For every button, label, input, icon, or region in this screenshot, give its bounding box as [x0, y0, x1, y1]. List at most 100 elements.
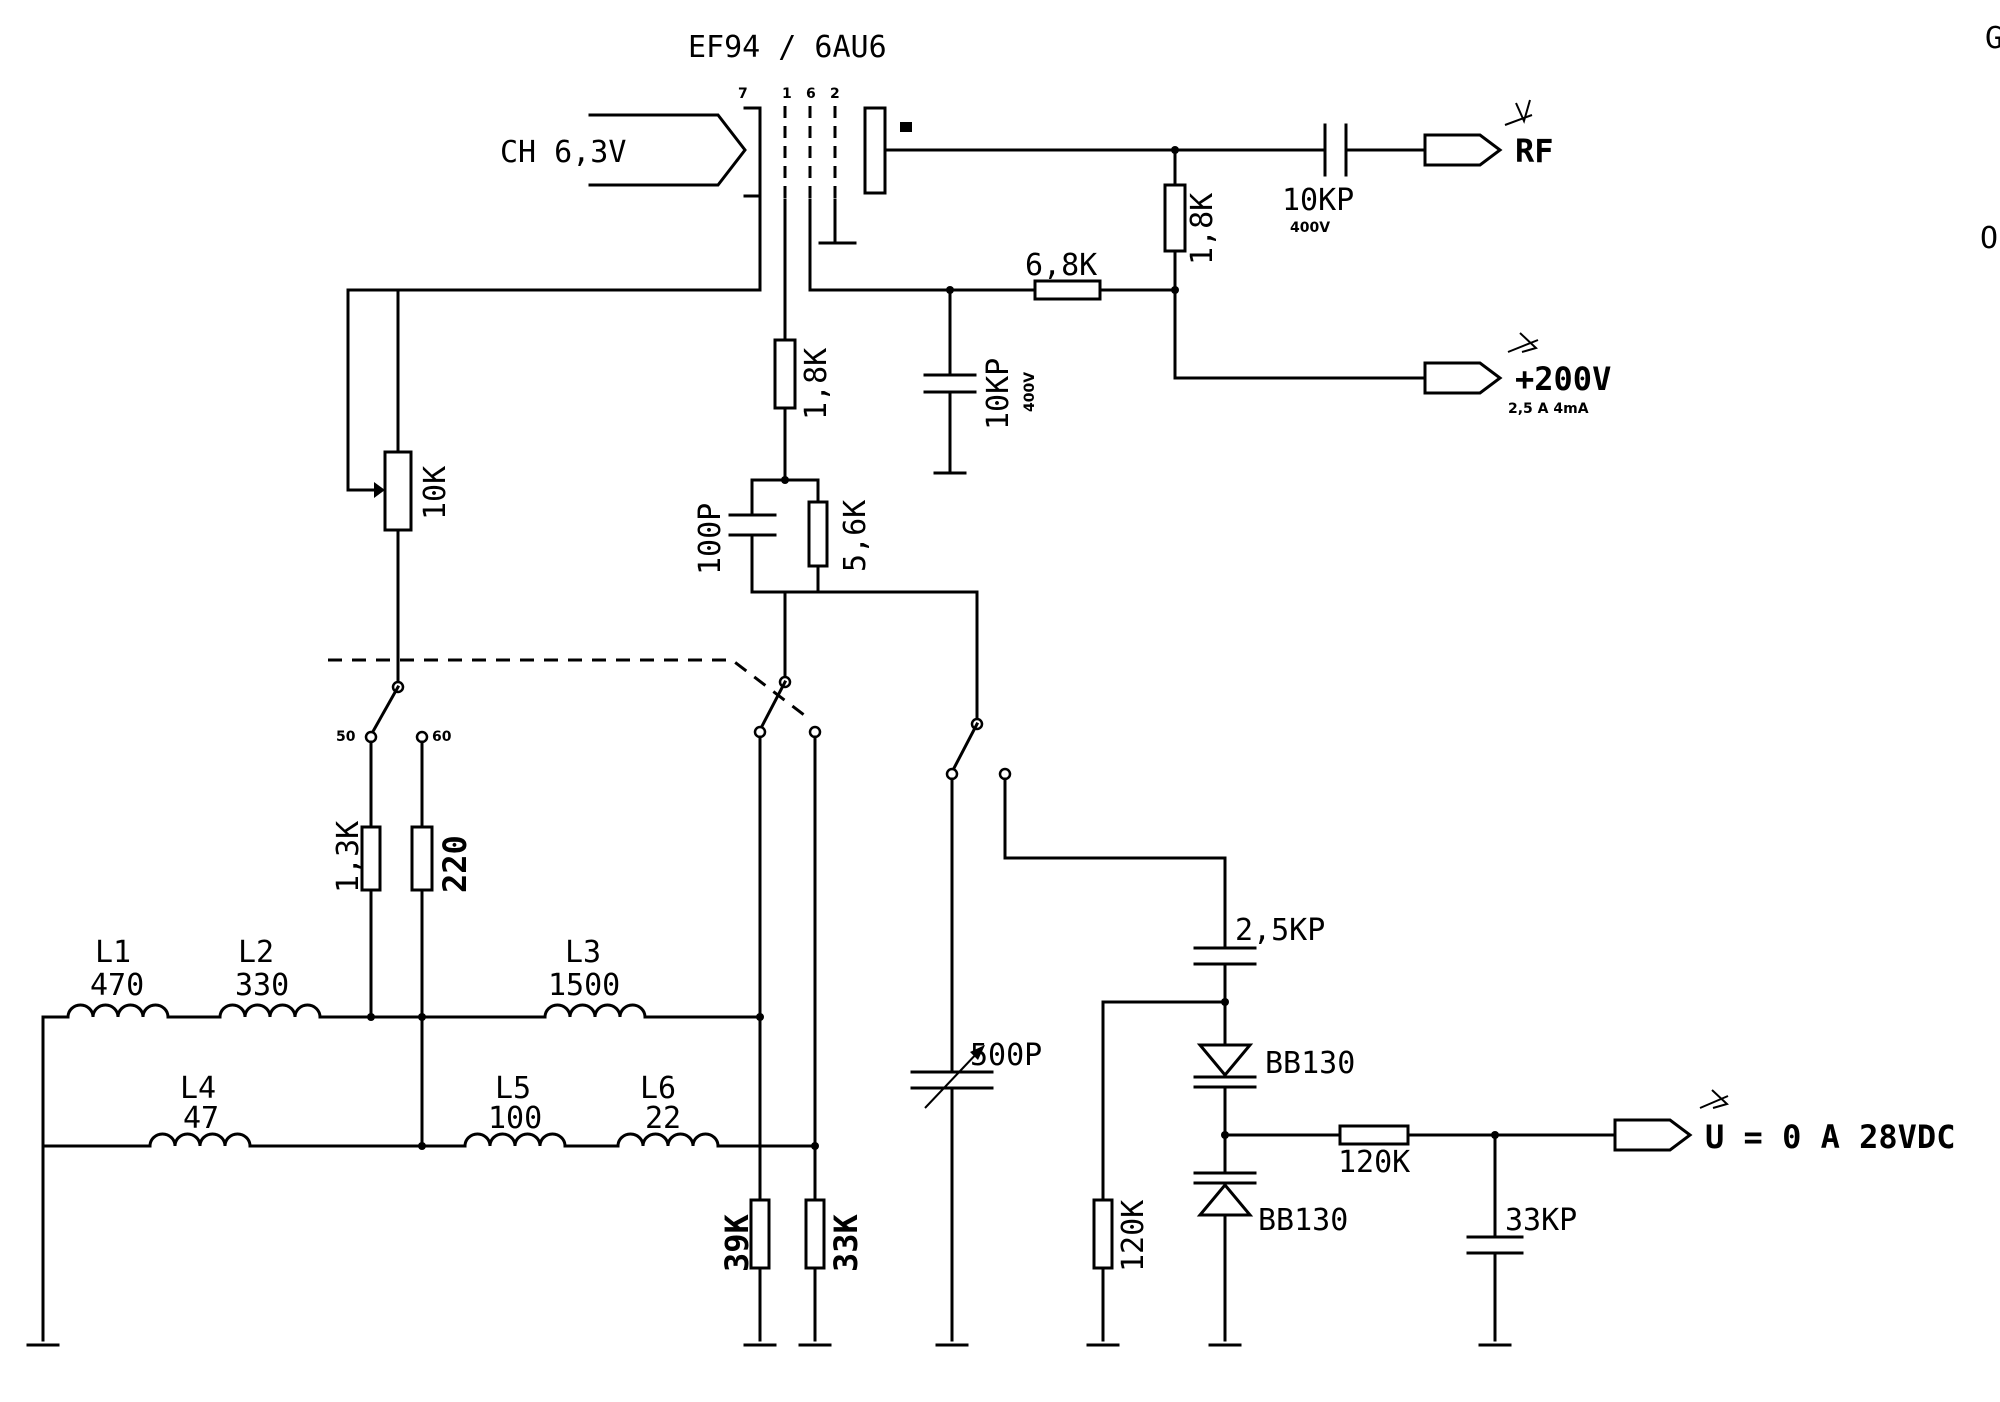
inductor-l3-value: 1500: [548, 968, 620, 1003]
tube-pin-2: 2: [830, 86, 840, 102]
heater-wires: [588, 113, 747, 187]
inductor-l5-name: L5: [495, 1071, 531, 1106]
r-screen-label: 6,8K: [1025, 248, 1097, 283]
r-cathode-label: 1,8K: [799, 348, 834, 420]
tune-label: U = 0 A 28VDC: [1705, 1118, 1955, 1156]
r-220: [410, 825, 434, 892]
tube-ef94: EF94 / 6AU6 7 1 6 2 CH 6,3V: [500, 30, 912, 245]
junction-dot: [1171, 286, 1179, 294]
r-120k-vertical-label: 120K: [1116, 1200, 1151, 1272]
inductor-network: L1 470 L2 330 L3 1500 L4 47 L5 100 L6 22: [26, 935, 819, 1347]
c-screen-ground: [933, 390, 967, 475]
tube-anode: [863, 106, 887, 195]
inductor-l2: [218, 1003, 322, 1018]
wire-ground: [935, 1086, 969, 1347]
wire-cathode: [346, 194, 762, 492]
tube-pin-7: 7: [738, 86, 748, 102]
rf-connector: [1423, 133, 1503, 167]
switch-blade-right: [949, 721, 980, 775]
rf-label: RF: [1515, 132, 1554, 170]
r-grid: [807, 500, 829, 568]
c-33-label: 33KP: [1505, 1203, 1577, 1238]
r-33k: [804, 1198, 826, 1270]
c-screen-label: 10KP: [981, 358, 1016, 430]
tube-pin-1: 1: [782, 86, 792, 102]
inductor-l3-name: L3: [565, 935, 601, 970]
wire-ground: [743, 1266, 777, 1347]
rf-antenna-icon: [1504, 99, 1533, 126]
c-out-voltage: 400V: [1290, 220, 1330, 236]
wire-screen: [808, 198, 1037, 292]
inductor-l3: [543, 1003, 647, 1018]
inductor-l6-value: 22: [645, 1101, 681, 1136]
c-25-label: 2,5KP: [1235, 913, 1325, 948]
pot-10k: [383, 450, 413, 532]
wire-ground: [1086, 1266, 1120, 1347]
inductor-l5: [463, 1132, 567, 1147]
r-220-label: 220: [436, 835, 474, 893]
r-39k-label: 39K: [718, 1213, 756, 1272]
inductor-l1-name: L1: [95, 935, 131, 970]
c-var-arrow: [924, 1049, 981, 1109]
c-out-label: 10KP: [1282, 183, 1354, 218]
pot-label: 10K: [418, 466, 453, 520]
c-screen-voltage: 400V: [1022, 372, 1038, 412]
band-switch: 50 60: [328, 658, 1012, 781]
switch-mechanical-link: [328, 658, 809, 720]
inductor-l2-name: L2: [238, 935, 274, 970]
wire-b-plus: [1173, 249, 1427, 380]
wire-rc-right: [816, 590, 979, 722]
inductor-l6: [616, 1132, 720, 1147]
cathode-section: 10K 1,8K 100P 5,6K: [346, 194, 979, 722]
wire-left-ground: [26, 1015, 60, 1347]
wire-ground: [1208, 1213, 1242, 1347]
inductor-l1-value: 470: [90, 968, 144, 1003]
r-plate: [1163, 183, 1187, 253]
r-1k3-label: 1,3K: [331, 821, 366, 893]
wire-bias: [1101, 1000, 1227, 1202]
hv-label: +200V: [1515, 360, 1611, 398]
heater-label: CH 6,3V: [500, 135, 626, 170]
c-var-label: 500P: [970, 1038, 1042, 1073]
r-120k-vertical: [1092, 1198, 1114, 1270]
wire-ground: [798, 1266, 832, 1347]
feedback-resistors: 1,3K 220: [331, 740, 474, 1150]
edge-letter-top: G: [1985, 21, 2000, 56]
hv-antenna-icon: [1507, 332, 1539, 353]
varactor-d2-label: BB130: [1258, 1203, 1348, 1238]
edge-letter-mid: O: [1980, 221, 1998, 256]
r-plate-label: 1,8K: [1185, 193, 1220, 265]
tube-pin-6: 6: [806, 86, 816, 102]
junction-dot: [418, 1013, 426, 1021]
c-grid-label: 100P: [693, 503, 728, 575]
r-120k-horizontal-label: 120K: [1338, 1145, 1410, 1180]
suppressor-ground: [818, 198, 857, 245]
switch-right-mark: 60: [432, 729, 452, 745]
inductor-l1: [66, 1003, 170, 1018]
inductor-l4-value: 47: [183, 1101, 219, 1136]
hv-connector: [1423, 361, 1503, 395]
switch-left-mark: 50: [336, 729, 356, 745]
inductor-l4-name: L4: [180, 1071, 216, 1106]
tune-connector: [1613, 1118, 1693, 1152]
tube-anode-dot: [900, 122, 912, 132]
r-cathode: [773, 338, 797, 410]
r-33k-label: 33K: [827, 1213, 865, 1272]
wire-to-c25: [1003, 777, 1227, 950]
switch-blade-left: [368, 684, 401, 738]
tube-title: EF94 / 6AU6: [688, 30, 887, 65]
inductor-l4: [148, 1132, 252, 1147]
tube-cathode: [743, 106, 762, 198]
wire-ground: [1478, 1251, 1512, 1347]
rc-network-frame: [750, 478, 820, 594]
c-var-arrowhead: [970, 1045, 985, 1060]
rf-output-section: 10KP 400V RF 1,8K +200V 2,5 A 4mA 6,8K 1…: [808, 99, 1611, 475]
tuning-section: 500P 2,5KP 120K BB130 BB130 120K: [910, 777, 1955, 1347]
inductor-l5-value: 100: [488, 1101, 542, 1136]
r-120k-horizontal: [1338, 1124, 1410, 1146]
switch-blade-middle: [757, 679, 788, 733]
inductor-l6-name: L6: [640, 1071, 676, 1106]
r-screen: [1033, 279, 1102, 301]
inductor-l2-value: 330: [235, 968, 289, 1003]
